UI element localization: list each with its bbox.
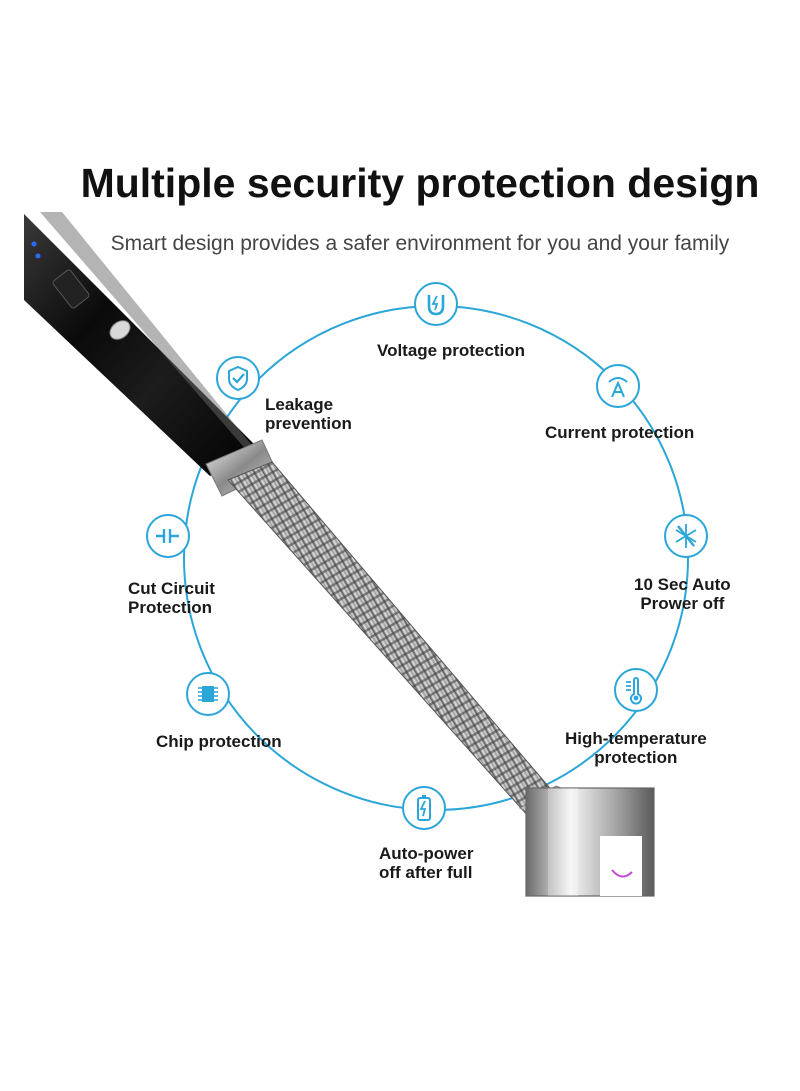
badge-leakage [216,356,260,400]
label-leakage: Leakage prevention [265,395,352,433]
chip-icon [198,686,218,702]
page-title: Multiple security protection design [80,160,760,206]
badge-current [596,364,640,408]
label-current: Current protection [545,423,695,442]
battery-bolt-icon [417,795,431,821]
voltage-u-icon [427,295,445,316]
flexible-neck [227,461,561,817]
label-auto-off: 10 Sec Auto Prower off [634,575,731,613]
page-subtitle: Smart design provides a safer environmen… [110,232,730,255]
badge-voltage [414,282,458,326]
label-battery: Auto-power off after full [379,844,474,882]
badge-battery [402,786,446,830]
badge-auto-off [664,514,708,558]
label-cut-circuit: Cut Circuit Protection [128,579,215,617]
no-spark-icon [675,524,697,548]
label-chip: Chip protection [156,732,282,751]
badge-high-temp [614,668,658,712]
lighter-body [24,212,264,476]
label-voltage: Voltage protection [377,341,525,360]
lighter-tip [519,785,655,897]
badge-chip [186,672,230,716]
badge-cut-circuit [146,514,190,558]
thermometer-icon [626,677,642,705]
label-high-temp: High-temperature protection [565,729,707,767]
capacitor-icon [156,529,179,543]
shield-check-icon [228,365,248,392]
current-a-icon [608,377,628,398]
